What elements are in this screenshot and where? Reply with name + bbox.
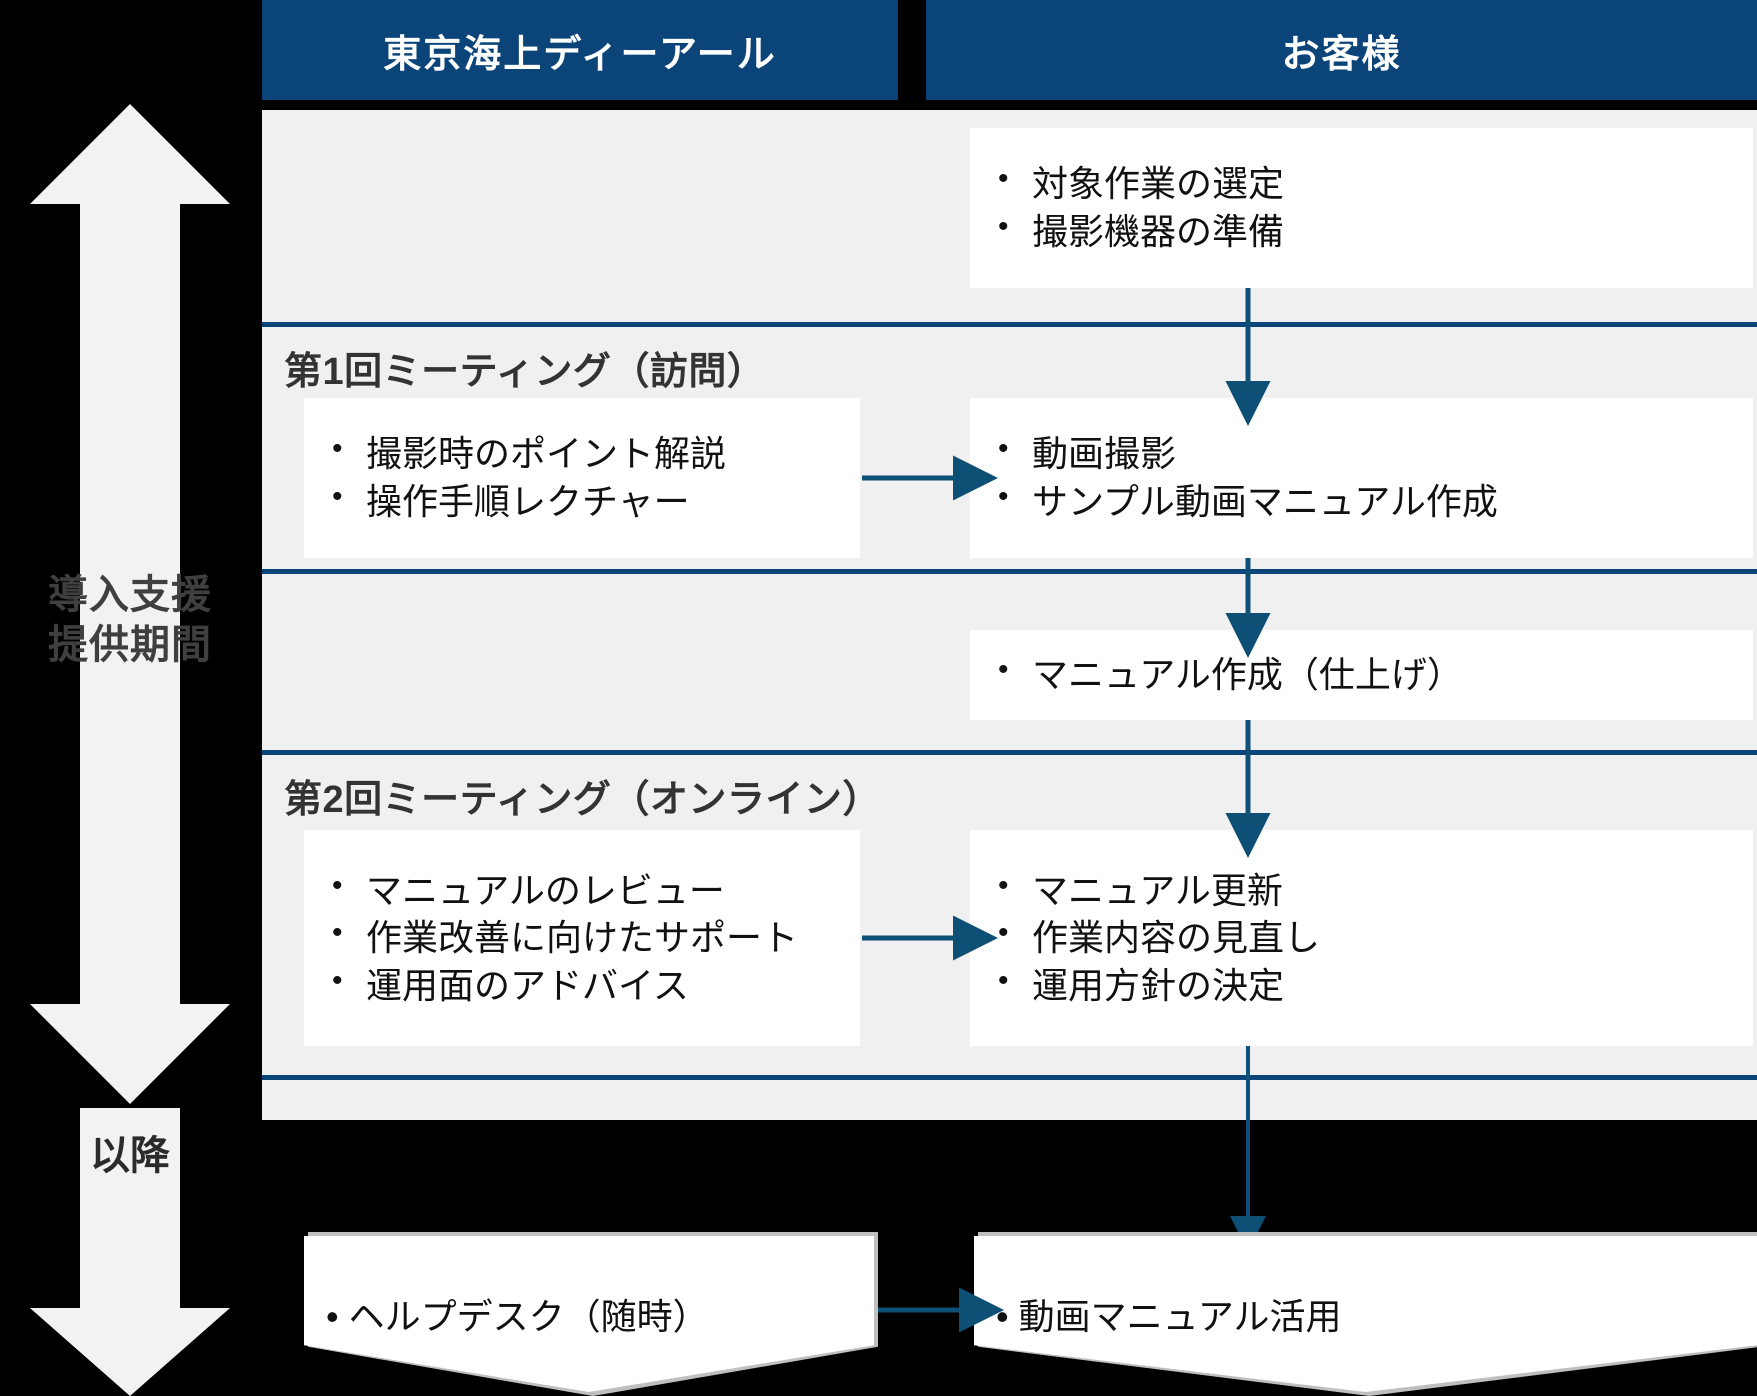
process-stage: 対象作業の選定 撮影機器の準備 第1回ミーティング（訪問） 撮影時のポイント解説… [258, 100, 1757, 1296]
list-item: 撮影機器の準備 [992, 207, 1731, 256]
list-item: 対象作業の選定 [992, 159, 1731, 208]
box-customer-meeting2: マニュアル更新 作業内容の見直し 運用方針の決定 [970, 830, 1753, 1046]
list-item: 操作手順レクチャー [326, 477, 838, 526]
support-period-double-arrow [30, 104, 230, 1104]
list-item: マニュアル作成（仕上げ） [992, 650, 1731, 699]
list-item: 撮影時のポイント解説 [326, 429, 838, 478]
list-item: 動画撮影 [992, 429, 1731, 478]
provider-after-text: ヘルプデスク（随時） [304, 1288, 709, 1340]
header-customer: お客様 [926, 0, 1757, 100]
section-title-meeting2: 第2回ミーティング（オンライン） [284, 779, 881, 821]
section-title-meeting1: 第1回ミーティング（訪問） [284, 351, 766, 393]
row-band-spacer [262, 1080, 1757, 1120]
list-item: 運用方針の決定 [992, 961, 1731, 1010]
list-item: マニュアルのレビュー [326, 866, 838, 915]
box-customer-prep: 対象作業の選定 撮影機器の準備 [970, 128, 1753, 288]
list-item: 作業内容の見直し [992, 913, 1731, 962]
header-provider: 東京海上ディーアール [262, 0, 898, 100]
box-provider-meeting1: 撮影時のポイント解説 操作手順レクチャー [304, 398, 860, 558]
after-period-label: 以降 [90, 1134, 170, 1178]
after-period-down-arrow [30, 1108, 230, 1396]
timeline-column: 導入支援 提供期間 以降 [0, 0, 258, 1396]
customer-after-text: 動画マニュアル活用 [974, 1288, 1342, 1340]
box-customer-meeting1: 動画撮影 サンプル動画マニュアル作成 [970, 398, 1753, 558]
box-provider-meeting2: マニュアルのレビュー 作業改善に向けたサポート 運用面のアドバイス [304, 830, 860, 1046]
list-item: サンプル動画マニュアル作成 [992, 477, 1731, 526]
after-connector-arrow [878, 1287, 1004, 1333]
support-period-label: 導入支援 提供期間 [48, 573, 212, 667]
box-customer-manual: マニュアル作成（仕上げ） [970, 630, 1753, 720]
list-item: 運用面のアドバイス [326, 961, 838, 1010]
list-item: 作業改善に向けたサポート [326, 913, 838, 962]
list-item: マニュアル更新 [992, 866, 1731, 915]
after-period-row: ヘルプデスク（随時） 動画マニュアル活用 [258, 1232, 1757, 1396]
